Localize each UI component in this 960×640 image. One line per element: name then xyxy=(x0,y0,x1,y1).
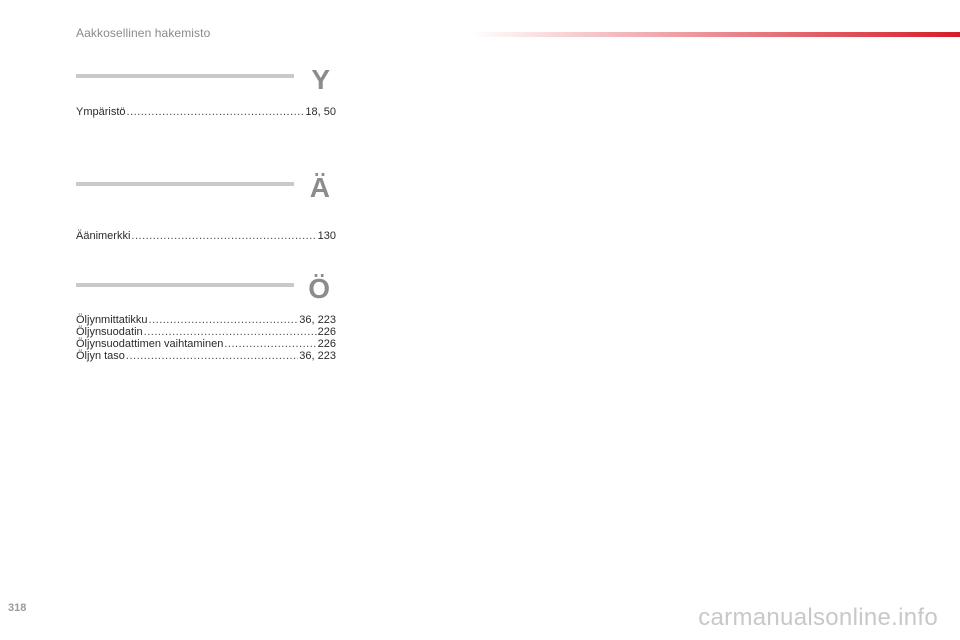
leader-dots xyxy=(144,326,317,338)
index-entry[interactable]: Öljyn taso 36, 223 xyxy=(76,350,336,362)
leader-dots xyxy=(131,230,316,242)
leader-dots xyxy=(127,106,305,118)
index-entry[interactable]: Öljynsuodatin 226 xyxy=(76,326,336,338)
entry-pages: 226 xyxy=(317,326,336,338)
entry-term: Öljynsuodatin xyxy=(76,326,143,338)
section-divider xyxy=(76,182,294,186)
entry-list: Öljynmittatikku 36, 223 Öljynsuodatin 22… xyxy=(76,314,336,362)
page-number: 318 xyxy=(8,602,27,614)
entry-pages: 130 xyxy=(317,230,336,242)
index-entry[interactable]: Äänimerkki 130 xyxy=(76,230,336,242)
leader-dots xyxy=(149,314,299,326)
index-entry[interactable]: Öljynsuodattimen vaihtaminen 226 xyxy=(76,338,336,350)
index-header-title: Aakkosellinen hakemisto xyxy=(76,26,211,40)
entry-term: Öljynmittatikku xyxy=(76,314,148,326)
watermark-text: carmanualsonline.info xyxy=(698,604,938,631)
entry-pages: 36, 223 xyxy=(299,314,336,326)
entry-term: Äänimerkki xyxy=(76,230,131,242)
section-letter: Y xyxy=(311,64,330,95)
section-letter: Ä xyxy=(309,172,330,203)
entry-list: Ympäristö 18, 50 xyxy=(76,106,336,118)
entry-pages: 36, 223 xyxy=(299,350,336,362)
entry-term: Ympäristö xyxy=(76,106,126,118)
entry-term: Öljyn taso xyxy=(76,350,125,362)
index-entry[interactable]: Öljynmittatikku 36, 223 xyxy=(76,314,336,326)
section-divider xyxy=(76,74,294,78)
leader-dots xyxy=(224,338,316,350)
entry-pages: 226 xyxy=(317,338,336,350)
header-accent-bar xyxy=(470,32,960,37)
section-letter: Ö xyxy=(308,273,330,304)
index-entry[interactable]: Ympäristö 18, 50 xyxy=(76,106,336,118)
entry-pages: 18, 50 xyxy=(305,106,336,118)
entry-term: Öljynsuodattimen vaihtaminen xyxy=(76,338,224,350)
entry-list: Äänimerkki 130 xyxy=(76,230,336,242)
section-divider xyxy=(76,283,294,287)
leader-dots xyxy=(126,350,298,362)
